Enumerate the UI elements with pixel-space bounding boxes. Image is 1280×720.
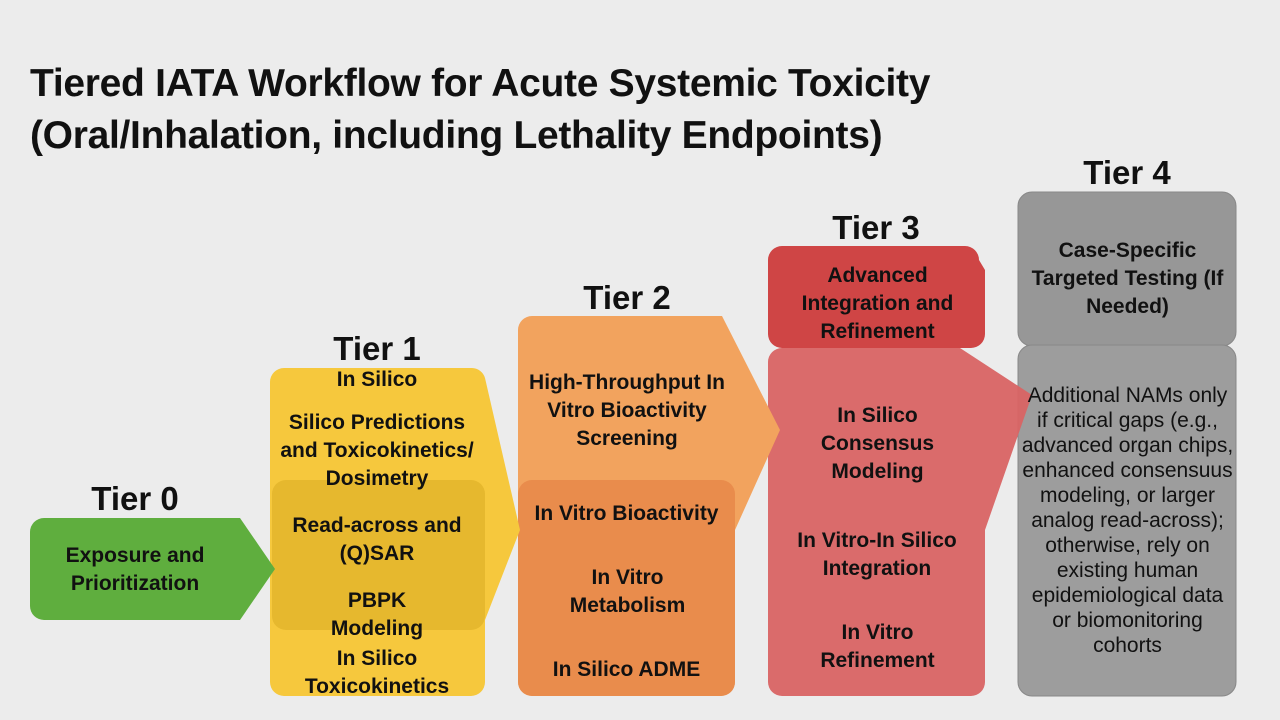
diagram-title-line1: Tiered IATA Workflow for Acute Systemic … <box>30 62 931 105</box>
tier1-item: Read-across and (Q)SAR <box>292 514 462 565</box>
tier2-item: High-Throughput In Vitro Bioactivity Scr… <box>529 371 725 450</box>
tier2-inner-box <box>518 480 735 696</box>
tier2-label: Tier 2 <box>583 279 671 316</box>
tier3-arrow <box>768 348 1032 696</box>
tier0-box-text: Exposure and Prioritization <box>65 544 205 595</box>
tier3-item: Advanced Integration and Refinement <box>801 264 954 343</box>
tier3-item: In Silico Consensus Modeling <box>820 404 935 483</box>
tier3-item: In Vitro Refinement <box>820 621 935 672</box>
tier1-label: Tier 1 <box>333 330 421 367</box>
tier1-inner-box <box>272 480 485 630</box>
tier2-item: In Silico ADME <box>552 658 701 681</box>
tier3-top-box <box>768 246 985 348</box>
tier4-item: Case-Specific Targeted Testing (If Neede… <box>1031 239 1224 318</box>
tier1-item: Silico Predictions and Toxicokinetics/ D… <box>280 411 474 490</box>
tier4-label: Tier 4 <box>1083 154 1171 191</box>
tier2-item: In Vitro Metabolism <box>569 566 686 617</box>
tier1-item: PBPK Modeling <box>330 589 424 640</box>
tier0-arrow <box>30 518 275 620</box>
tier2-item: In Vitro Bioactivity <box>534 502 719 525</box>
tier1-item: In Silico <box>336 368 418 391</box>
tier0-label: Tier 0 <box>91 480 179 517</box>
diagram-title-line2: (Oral/Inhalation, including Lethality En… <box>30 114 883 157</box>
tier3-item: In Vitro-In Silico Integration <box>797 529 957 580</box>
tier1-item: In Silico Toxicokinetics <box>304 647 450 698</box>
tier4-description: Additional NAMs only if critical gaps (e… <box>1021 383 1234 657</box>
tier4-bottom-box <box>1017 344 1237 697</box>
tier3-label: Tier 3 <box>832 209 920 246</box>
